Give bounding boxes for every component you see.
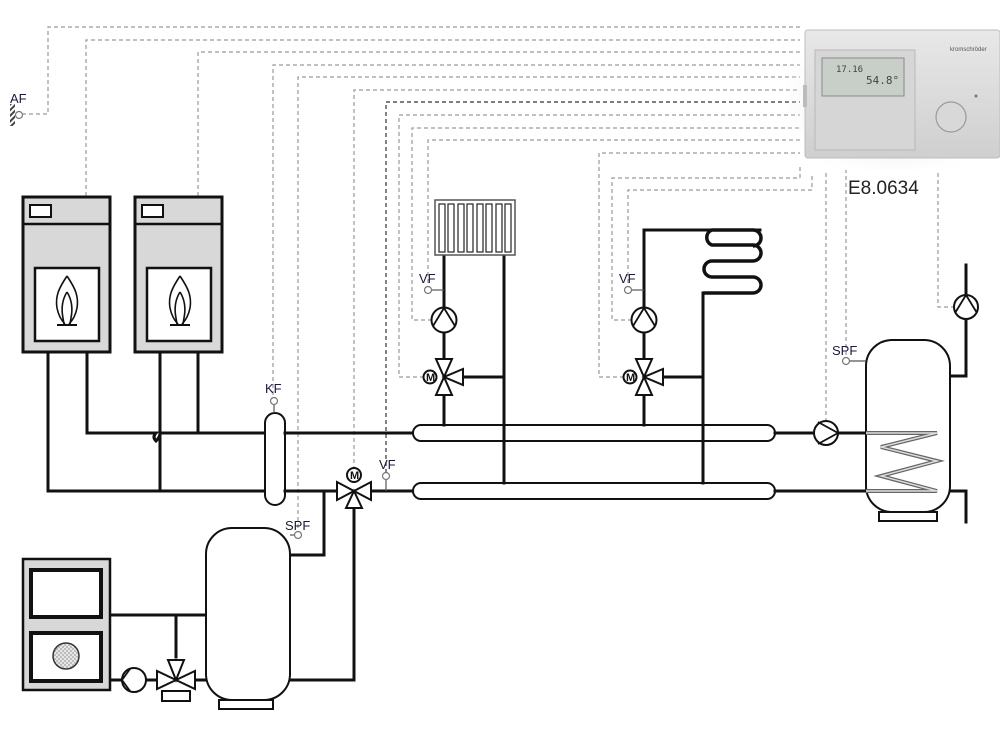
wire-radiator-pump bbox=[411, 127, 800, 321]
pump-icon bbox=[630, 306, 658, 334]
wire-floor-pump bbox=[611, 165, 801, 321]
circulation-pump[interactable] bbox=[953, 293, 979, 320]
wire-outdoor-sensor bbox=[22, 26, 800, 115]
wall-hatch-icon bbox=[10, 104, 15, 126]
boiler-display-icon bbox=[141, 204, 164, 218]
return-boost-valve[interactable] bbox=[156, 659, 196, 702]
dhw-tank[interactable] bbox=[865, 339, 951, 522]
floor-mixing-valve[interactable]: M bbox=[622, 358, 664, 396]
sensor-label-spf-dhw: SPF bbox=[832, 343, 857, 358]
buffer-flow-sensor: VF bbox=[379, 457, 396, 491]
heat-exchanger-coil-icon bbox=[866, 431, 945, 493]
sensor-dot-icon bbox=[423, 285, 433, 295]
supply-header bbox=[412, 424, 776, 442]
motor-icon bbox=[622, 369, 638, 385]
sensor-label-vf-buffer: VF bbox=[379, 457, 396, 472]
valve-icon bbox=[434, 358, 454, 380]
tank-foot bbox=[878, 511, 938, 522]
svg-text:M: M bbox=[626, 372, 635, 384]
sensor-dot-icon bbox=[841, 356, 851, 366]
wire-buffer-sensor bbox=[297, 76, 800, 535]
sensor-dot-icon bbox=[381, 471, 391, 481]
wire-radiator-mixer bbox=[398, 114, 800, 378]
gas-boiler-2[interactable] bbox=[133, 195, 224, 354]
solid-fuel-pump[interactable] bbox=[120, 667, 147, 693]
sensor-label-vf-radiator: VF bbox=[419, 271, 436, 286]
controller-device[interactable]: 17.16 54.8° kromschröder bbox=[788, 29, 1000, 170]
outdoor-sensor: AF bbox=[10, 91, 27, 126]
valve-icon bbox=[634, 358, 654, 380]
motor-icon bbox=[422, 369, 438, 385]
buffer-tank[interactable] bbox=[205, 527, 291, 710]
wire-boiler-2 bbox=[197, 51, 800, 196]
flame-icon bbox=[168, 275, 192, 326]
thermostatic-actuator-icon bbox=[161, 690, 191, 702]
valve-icon bbox=[336, 480, 357, 502]
buffer-piping bbox=[108, 489, 356, 682]
sensor-dot-icon bbox=[14, 110, 24, 120]
floor-heating-coil[interactable] bbox=[702, 228, 763, 295]
controller-lcd bbox=[821, 57, 905, 97]
sensor-dot-icon bbox=[293, 530, 303, 540]
floor-heating-circuit bbox=[642, 228, 762, 485]
low-loss-header bbox=[264, 412, 286, 506]
wire-buffer-mixer bbox=[353, 89, 800, 470]
fuel-door bbox=[29, 568, 103, 619]
boiler-piping bbox=[46, 350, 267, 493]
pump-icon bbox=[430, 306, 458, 334]
wire-boiler-1 bbox=[85, 39, 800, 196]
radiator-fins bbox=[438, 203, 512, 253]
dhw-tank-sensor: SPF bbox=[832, 343, 866, 366]
boiler-display-icon bbox=[29, 204, 52, 218]
wire-collector-sensor bbox=[272, 64, 800, 395]
controller-side-clip bbox=[803, 85, 807, 107]
svg-text:M: M bbox=[426, 372, 435, 384]
collector-sensor: KF bbox=[265, 381, 282, 413]
sensor-label-af: AF bbox=[10, 91, 27, 106]
floor-pump[interactable] bbox=[630, 306, 658, 334]
pump-icon bbox=[121, 667, 147, 693]
buffer-mixing-valve[interactable]: M bbox=[336, 467, 372, 509]
wire-floor-flow-sensor bbox=[627, 175, 813, 290]
radiator-mixing-valve[interactable]: M bbox=[422, 358, 464, 396]
sensor-label-spf-buffer: SPF bbox=[285, 518, 310, 533]
control-wiring bbox=[22, 26, 955, 535]
sensor-label-kf: KF bbox=[265, 381, 282, 396]
floor-flow-sensor: VF bbox=[619, 271, 644, 295]
sensor-dot-icon bbox=[269, 396, 279, 406]
buffer-tank-sensor: SPF bbox=[285, 518, 310, 540]
motor-icon bbox=[346, 467, 362, 483]
radiator[interactable] bbox=[434, 199, 516, 256]
radiator-circuit bbox=[442, 254, 506, 485]
flame-icon bbox=[55, 275, 79, 326]
controller-lcd-left: 17.16 bbox=[836, 65, 863, 75]
pump-icon bbox=[813, 420, 839, 446]
radiator-pump[interactable] bbox=[430, 306, 458, 334]
wire-circulation-pump bbox=[937, 170, 955, 308]
pump-icon bbox=[953, 294, 979, 320]
gas-boiler-1[interactable] bbox=[21, 195, 112, 354]
dhw-piping bbox=[773, 263, 968, 524]
radiator-flow-sensor: VF bbox=[419, 271, 444, 295]
controller-dial[interactable] bbox=[935, 101, 967, 133]
wire-radiator-flow-sensor bbox=[427, 139, 800, 290]
solid-fuel-boiler[interactable] bbox=[21, 557, 112, 692]
svg-text:M: M bbox=[350, 470, 359, 482]
wire-buffer-flow-sensor bbox=[385, 101, 800, 480]
wire-floor-mixer bbox=[598, 152, 800, 378]
controller-lcd-right: 54.8° bbox=[866, 74, 899, 87]
controller-led bbox=[974, 94, 978, 98]
tank-foot bbox=[218, 699, 274, 710]
controller-brand: kromschröder bbox=[950, 47, 987, 53]
ash-door bbox=[29, 631, 103, 683]
controller-model-label: E8.0634 bbox=[848, 178, 919, 199]
sensor-dot-icon bbox=[623, 285, 633, 295]
valve-icon bbox=[156, 669, 179, 691]
return-header bbox=[412, 482, 776, 500]
main-distribution-piping bbox=[283, 431, 415, 493]
burner-grate-icon bbox=[52, 642, 80, 670]
dhw-load-pump[interactable] bbox=[813, 420, 840, 446]
sensor-label-vf-floor: VF bbox=[619, 271, 636, 286]
